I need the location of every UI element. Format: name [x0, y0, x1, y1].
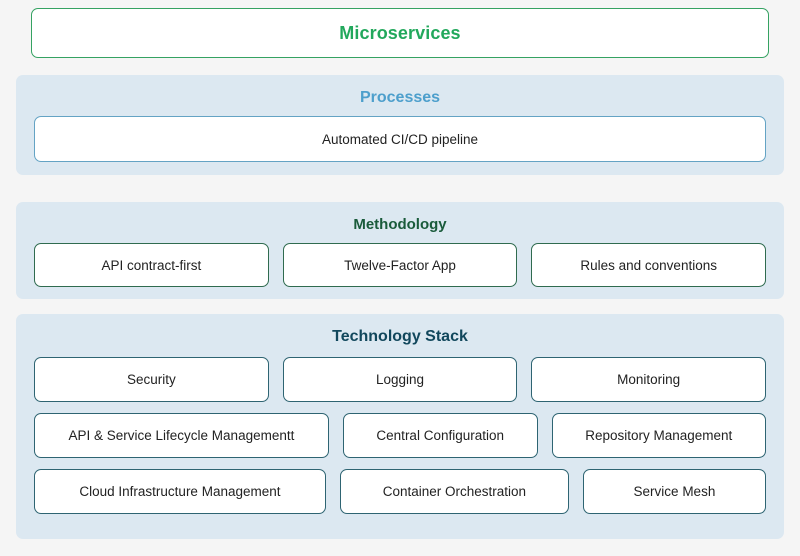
- card-label: Service Mesh: [633, 484, 716, 499]
- technology-stack-item-api-service-lifecycle-management[interactable]: API & Service Lifecycle Managementt: [34, 413, 329, 458]
- card-label: Twelve-Factor App: [344, 257, 456, 273]
- technology-stack-row-2: API & Service Lifecycle Managementt Cent…: [34, 413, 766, 458]
- card-label: Logging: [375, 372, 425, 387]
- technology-stack-row-1: Security Logging Monitoring: [34, 357, 767, 402]
- card-label: Security: [126, 372, 176, 387]
- technology-stack-item-cloud-infrastructure-management[interactable]: Cloud Infrastructure Management: [34, 469, 326, 514]
- card-label: Repository Management: [585, 428, 733, 443]
- processes-row: Automated CI/CD pipeline: [34, 116, 766, 162]
- microservices-label: Microservices: [339, 22, 461, 43]
- technology-stack-item-logging[interactable]: Logging: [282, 357, 518, 402]
- card-label: Monitoring: [617, 372, 681, 387]
- card-label: API & Service Lifecycle Managementt: [68, 428, 295, 443]
- technology-stack-item-monitoring[interactable]: Monitoring: [531, 357, 767, 402]
- card-label: API contract-first: [101, 257, 202, 273]
- methodology-panel: Methodology API contract-first Twelve-Fa…: [16, 202, 784, 299]
- microservices-card[interactable]: Microservices: [31, 8, 769, 58]
- technology-stack-title: Technology Stack: [332, 328, 468, 345]
- methodology-item-twelve-factor-app[interactable]: Twelve-Factor App: [282, 243, 518, 287]
- methodology-title: Methodology: [353, 216, 447, 233]
- technology-stack-item-service-mesh[interactable]: Service Mesh: [582, 469, 766, 514]
- methodology-item-api-contract-first[interactable]: API contract-first: [34, 243, 269, 287]
- card-label: Cloud Infrastructure Management: [79, 484, 281, 499]
- card-label: Container Orchestration: [382, 484, 527, 499]
- technology-stack-panel: Technology Stack Security Logging Monito…: [16, 314, 784, 539]
- processes-item-automated-ci-cd-pipeline[interactable]: Automated CI/CD pipeline: [34, 116, 766, 162]
- card-label: Rules and conventions: [580, 257, 717, 273]
- technology-stack-row-3: Cloud Infrastructure Management Containe…: [34, 469, 766, 514]
- technology-stack-item-central-configuration[interactable]: Central Configuration: [342, 413, 538, 458]
- processes-panel: Processes Automated CI/CD pipeline: [16, 75, 784, 175]
- card-label: Central Configuration: [376, 428, 504, 443]
- technology-stack-item-security[interactable]: Security: [34, 357, 269, 402]
- technology-stack-item-container-orchestration[interactable]: Container Orchestration: [339, 469, 569, 514]
- card-label: Automated CI/CD pipeline: [321, 131, 479, 147]
- technology-stack-item-repository-management[interactable]: Repository Management: [551, 413, 766, 458]
- processes-title: Processes: [359, 89, 441, 106]
- methodology-item-rules-and-conventions[interactable]: Rules and conventions: [531, 243, 767, 287]
- methodology-row: API contract-first Twelve-Factor App Rul…: [34, 243, 767, 287]
